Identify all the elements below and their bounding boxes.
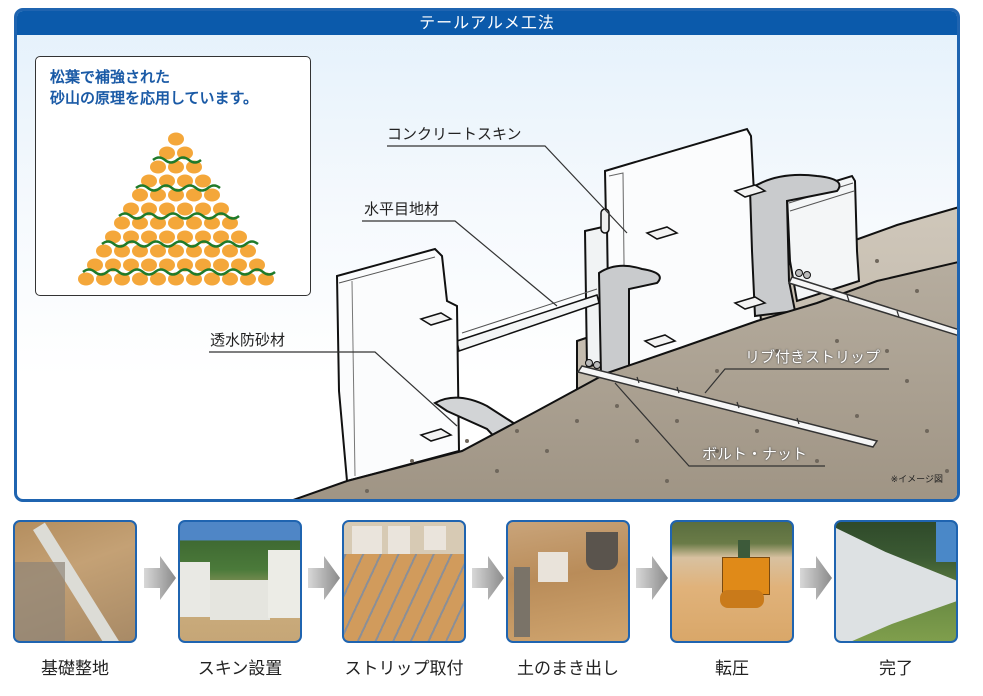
step-label: 完了 <box>879 659 913 679</box>
image-note: ※イメージ図 <box>890 475 943 485</box>
step-label: 土のまき出し <box>517 659 619 679</box>
step-label: 転圧 <box>715 659 749 679</box>
sand-pile-principle-box: 松葉で補強された 砂山の原理を応用しています。 <box>35 56 311 296</box>
step-label: スキン設置 <box>197 659 283 679</box>
arrow-right-icon <box>636 556 668 600</box>
compaction-photo <box>670 520 794 643</box>
arrow-right-icon <box>144 556 176 600</box>
foundation-photo <box>13 520 137 643</box>
callout-horizontal-joint: 水平目地材 <box>364 200 440 218</box>
arrow-right-icon <box>308 556 340 600</box>
completed-wall-photo <box>834 520 958 643</box>
principle-caption: 松葉で補強された 砂山の原理を応用しています。 <box>50 67 258 109</box>
arrow-right-icon <box>472 556 504 600</box>
skin-install-photo <box>178 520 302 643</box>
callout-bolt-nut: ボルト・ナット <box>702 445 808 463</box>
principle-line-1: 松葉で補強された <box>50 68 171 86</box>
callout-permeable-filter: 透水防砂材 <box>210 331 286 349</box>
construction-steps: 基礎整地 スキン設置 ストリップ取付 土 <box>0 518 983 696</box>
arrow-right-icon <box>800 556 832 600</box>
panel-title: テールアルメ工法 <box>17 11 957 35</box>
strip-attach-photo <box>342 520 466 643</box>
soil-spreading-photo <box>506 520 630 643</box>
step-label: ストリップ取付 <box>344 659 464 679</box>
callout-ribbed-strip: リブ付きストリップ <box>745 348 881 366</box>
callout-concrete-skin: コンクリートスキン <box>387 125 522 143</box>
step-label: 基礎整地 <box>41 659 109 679</box>
method-diagram-panel: テールアルメ工法 <box>14 8 960 502</box>
retaining-wall-illustration <box>209 127 957 499</box>
sand-pile-icon <box>78 132 276 286</box>
principle-line-2: 砂山の原理を応用しています。 <box>50 89 259 107</box>
